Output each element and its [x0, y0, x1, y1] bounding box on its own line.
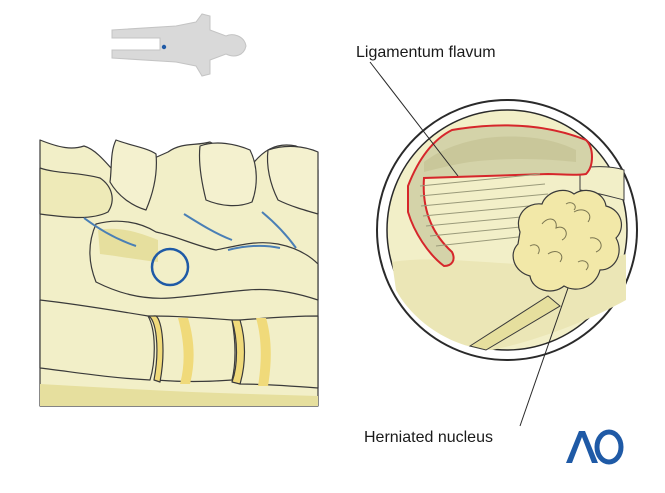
detail-zoom-view: [376, 99, 638, 361]
ligament-striations: [419, 173, 553, 247]
highlight-circle: [150, 247, 190, 287]
label-ligamentum-flavum: Ligamentum flavum: [356, 44, 496, 61]
lumbar-spine-illustration: [39, 139, 319, 407]
ligamentum-leader-line: [369, 61, 459, 177]
body-silhouette-icon: [111, 13, 247, 77]
nucleus-leader-line: [519, 287, 569, 427]
ligamentum-flavum: [407, 124, 593, 268]
ao-logo: [562, 425, 626, 469]
location-marker: [161, 44, 167, 50]
label-herniated-nucleus: Herniated nucleus: [364, 429, 493, 446]
herniated-nucleus: [512, 189, 623, 292]
